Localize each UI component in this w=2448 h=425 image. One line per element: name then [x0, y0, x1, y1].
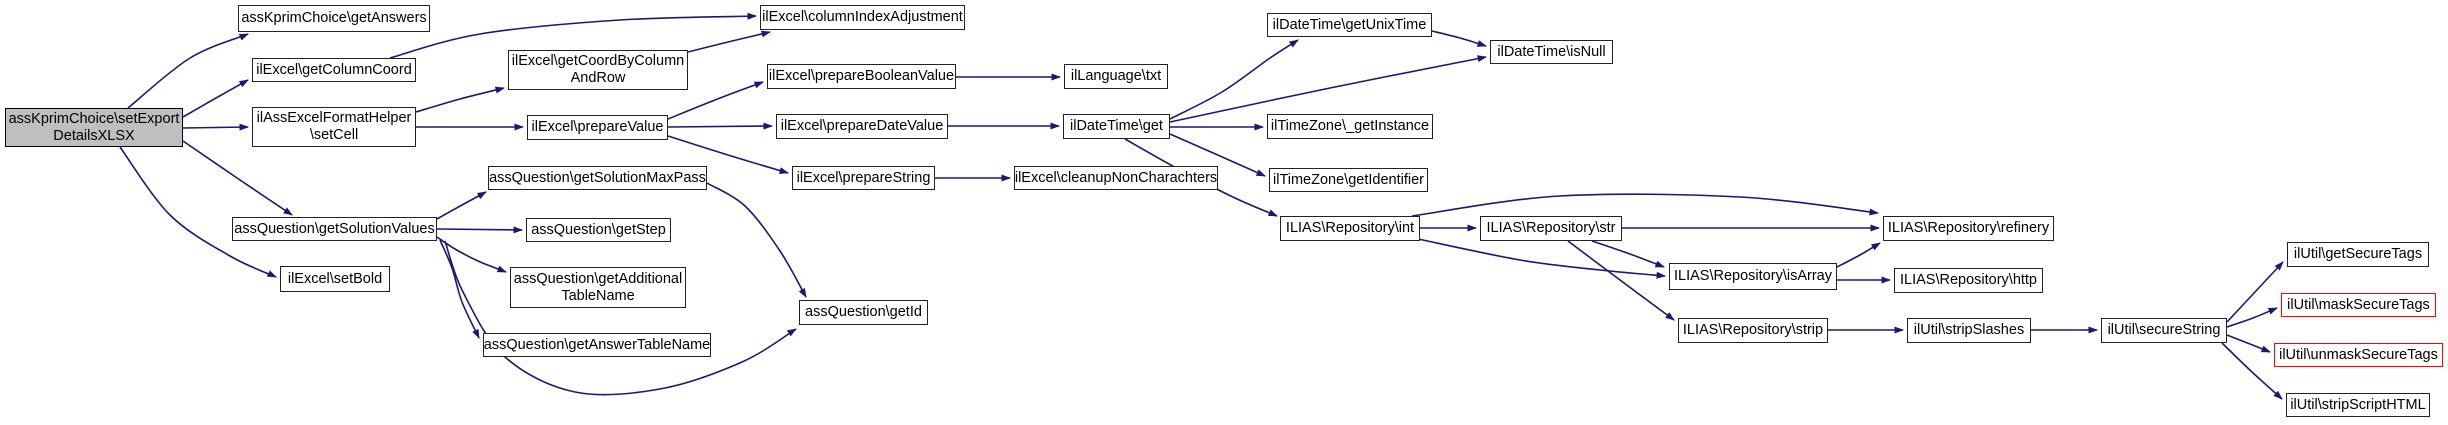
edge-setCell-to-getCoordByColumnAndRow	[415, 86, 505, 113]
graph-node-strip[interactable]: ILIAS\Repository\strip	[1678, 318, 1828, 343]
edge-ilDateTimeGet-to-getIdentifier	[1169, 133, 1266, 177]
edge-setExportDetailsXLSX-to-setCell	[182, 123, 249, 131]
graph-node-cleanupNonCharachters[interactable]: ilExcel\cleanupNonCharachters	[1014, 166, 1218, 190]
graph-node-maskSecureTags[interactable]: ilUtil\maskSecureTags	[2281, 293, 2436, 317]
edge-repoInt-to-refinery	[1411, 193, 1879, 217]
edge-secureString-to-stripScriptHTML	[2221, 342, 2283, 400]
edge-repoInt-to-isArray	[1417, 238, 1666, 279]
edge-prepareValue-to-prepareString	[667, 135, 789, 174]
edge-getColumnCoord-to-columnIndexAdjustment	[389, 12, 757, 59]
graph-node-isArray[interactable]: ILIAS\Repository\isArray	[1669, 263, 1837, 290]
graph-node-unmaskSecureTags[interactable]: ilUtil\unmaskSecureTags	[2274, 343, 2443, 367]
graph-node-getSolutionMaxPass[interactable]: assQuestion\getSolutionMaxPass	[488, 166, 707, 190]
graph-node-stripScriptHTML[interactable]: ilUtil\stripScriptHTML	[2286, 393, 2430, 417]
graph-node-getSecureTags[interactable]: ilUtil\getSecureTags	[2287, 242, 2429, 267]
edge-getSolutionMaxPass-to-getId	[706, 182, 807, 298]
edge-prepareValue-to-prepareBooleanValue	[667, 81, 764, 120]
edge-getSolutionValues-to-getStep	[436, 226, 523, 234]
graph-node-isNull[interactable]: ilDateTime\isNull	[1490, 40, 1613, 64]
graph-node-prepareValue[interactable]: ilExcel\prepareValue	[527, 115, 668, 140]
edge-getSolutionValues-to-getAnswerTableName	[439, 239, 480, 339]
graph-node-getIdentifier[interactable]: ilTimeZone\getIdentifier	[1269, 168, 1428, 192]
edge-repoStr-to-isArray	[1591, 240, 1665, 268]
graph-node-secureString[interactable]: ilUtil\secureString	[2101, 318, 2227, 343]
edge-secureString-to-getSecureTags	[2226, 261, 2284, 323]
graph-node-refinery[interactable]: ILIAS\Repository\refinery	[1883, 216, 2054, 241]
graph-node-getAnswerTableName[interactable]: assQuestion\getAnswerTableName	[483, 333, 711, 357]
graph-node-getCoordByColumnAndRow[interactable]: ilExcel\getCoordByColumn AndRow	[508, 50, 688, 90]
graph-node-getId[interactable]: assQuestion\getId	[799, 300, 928, 325]
edge-setExportDetailsXLSX-to-getColumnCoord	[182, 79, 249, 118]
graph-node-setCell[interactable]: ilAssExcelFormatHelper \setCell	[252, 107, 416, 147]
edge-getSolutionValues-to-getId	[444, 240, 797, 396]
edge-ilDateTimeGet-to-getUnixTime	[1169, 39, 1299, 120]
graph-node-txt[interactable]: ilLanguage\txt	[1064, 64, 1168, 89]
edge-secureString-to-unmaskSecureTags	[2226, 334, 2271, 353]
graph-node-prepareString[interactable]: ilExcel\prepareString	[792, 166, 935, 190]
edge-secureString-to-maskSecureTags	[2226, 307, 2278, 328]
graph-node-prepareBooleanValue[interactable]: ilExcel\prepareBooleanValue	[767, 64, 956, 89]
graph-node-getAnswers[interactable]: assKprimChoice\getAnswers	[238, 5, 430, 32]
graph-node-getAdditionalTableName[interactable]: assQuestion\getAdditional TableName	[510, 267, 686, 308]
graph-node-http[interactable]: ILIAS\Repository\http	[1894, 268, 2043, 293]
graph-node-ilDateTimeGet[interactable]: ilDateTime\get	[1063, 114, 1170, 139]
edge-setExportDetailsXLSX-to-setBold	[119, 146, 277, 278]
edge-setExportDetailsXLSX-to-getSolutionValues	[182, 140, 293, 216]
graph-node-prepareDateValue[interactable]: ilExcel\prepareDateValue	[776, 114, 948, 139]
graph-node-getUnixTime[interactable]: ilDateTime\getUnixTime	[1267, 13, 1432, 37]
edge-ilDateTimeGet-to-isNull	[1169, 55, 1487, 123]
edge-setExportDetailsXLSX-to-getAnswers	[127, 33, 249, 109]
edge-getCoordByColumnAndRow-to-columnIndexAdjustment	[687, 30, 771, 53]
graph-node-getColumnCoord[interactable]: ilExcel\getColumnCoord	[252, 58, 416, 82]
graph-node-repoStr[interactable]: ILIAS\Repository\str	[1480, 216, 1622, 241]
graph-node-setExportDetailsXLSX[interactable]: assKprimChoice\setExport DetailsXLSX	[5, 108, 183, 147]
graph-node-repoInt[interactable]: ILIAS\Repository\int	[1280, 216, 1420, 241]
edge-isArray-to-refinery	[1836, 242, 1881, 268]
graph-node-getSolutionValues[interactable]: assQuestion\getSolutionValues	[232, 217, 437, 241]
graph-node-getInstance[interactable]: ilTimeZone\_getInstance	[1267, 114, 1433, 139]
edge-repoStr-to-strip	[1567, 240, 1675, 321]
graph-node-setBold[interactable]: ilExcel\setBold	[280, 266, 390, 292]
graph-node-stripSlashes[interactable]: ilUtil\stripSlashes	[1907, 318, 2031, 343]
graph-node-getStep[interactable]: assQuestion\getStep	[526, 218, 671, 242]
edge-getSolutionValues-to-getAdditionalTableName	[436, 236, 507, 273]
edge-prepareValue-to-prepareDateValue	[667, 122, 773, 130]
graph-node-columnIndexAdjustment[interactable]: ilExcel\columnIndexAdjustment	[760, 5, 965, 30]
edge-getSolutionValues-to-getSolutionMaxPass	[436, 191, 487, 220]
edge-getUnixTime-to-isNull	[1431, 30, 1487, 47]
